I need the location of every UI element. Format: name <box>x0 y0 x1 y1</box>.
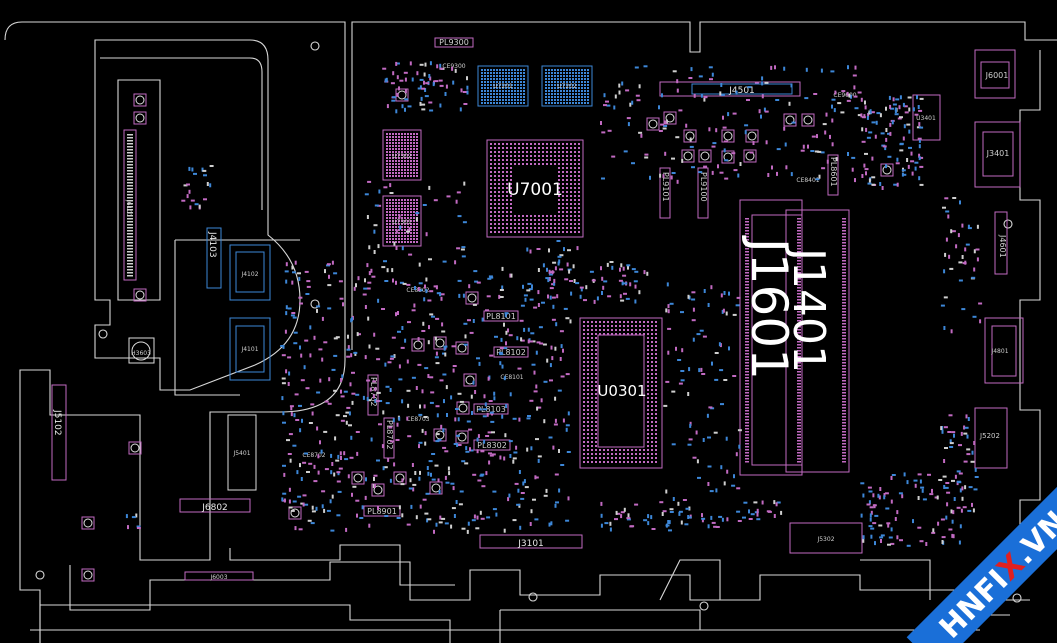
label-j1401: J1401 <box>783 245 834 373</box>
connector-j4501[interactable]: J4501 <box>659 81 801 97</box>
smd-pads <box>125 61 983 547</box>
label-ce9600: CE9600 <box>833 92 856 99</box>
chip-u7301[interactable]: U7301 <box>382 195 422 247</box>
connector-j5102[interactable]: J5102 <box>51 384 67 481</box>
connector-j4101[interactable]: J4101 <box>229 317 271 381</box>
chip-u7202[interactable]: U7202 <box>541 65 593 107</box>
chip-u3401[interactable]: U3401 <box>912 94 941 141</box>
label-pl8901: PL8901 <box>367 507 397 516</box>
label-pl8101: PL8101 <box>486 312 516 321</box>
chip-u7302[interactable]: U7302 <box>382 129 422 181</box>
connector-j3401[interactable]: J3401 <box>974 121 1021 188</box>
chip-u0301[interactable]: U0301 <box>579 317 663 469</box>
label-pl8702b: PL8702 <box>385 420 394 450</box>
connector-j4601[interactable]: J4601 <box>994 211 1008 275</box>
label-ce8101: CE8101 <box>500 374 523 381</box>
label-u0301: U0301 <box>597 382 646 400</box>
label-j3401: J3401 <box>986 149 1010 158</box>
chip-u7201[interactable]: U7201 <box>477 65 529 107</box>
label-pl8702: PL8702 <box>369 377 378 407</box>
label-ce8401: CE8401 <box>796 177 819 184</box>
label-j5202: J5202 <box>979 432 1000 440</box>
watermark-banner-bg <box>906 474 1057 643</box>
label-j5302: J5302 <box>816 536 834 543</box>
label-u7202: U7202 <box>557 83 577 90</box>
connector-j5302[interactable]: J5302 <box>789 522 863 554</box>
label-h3603: H3603 <box>131 350 151 357</box>
label-j6001: J6001 <box>985 71 1009 80</box>
connector-j4801[interactable]: J4801 <box>984 317 1024 384</box>
label-j1601: J1601 <box>740 235 798 380</box>
label-pl8601: PL8601 <box>829 157 838 187</box>
dimm-slot-j1601-j1401[interactable]: J1601 J1401 <box>739 199 850 476</box>
connector-j5401[interactable]: J5401 <box>227 414 257 491</box>
connector-j4103[interactable]: J4103 <box>206 227 222 289</box>
connector-j6101[interactable]: J6101 <box>123 129 137 281</box>
label-pl9100: PL9100 <box>699 172 708 202</box>
label-j4801: J4801 <box>990 348 1008 355</box>
label-j4103: J4103 <box>207 231 217 258</box>
label-pl8102: PL8102 <box>496 348 526 357</box>
label-u7201: U7201 <box>493 83 513 90</box>
label-ce8702: CE8702 <box>302 452 325 459</box>
inductor-labels: PL9300 CE9300 CE9600 CE8401 PL9101 PL910… <box>302 37 857 517</box>
connector-j6001[interactable]: J6001 <box>974 49 1016 99</box>
label-u7001: U7001 <box>507 180 563 200</box>
connector-j4102[interactable]: J4102 <box>229 244 271 301</box>
board-outline <box>4 21 1057 643</box>
label-u7301: U7301 <box>392 219 412 226</box>
label-j4501: J4501 <box>728 86 755 96</box>
label-pl9101: PL9101 <box>661 172 670 202</box>
label-j4102: J4102 <box>240 271 258 278</box>
label-j6802: J6802 <box>201 503 228 513</box>
label-j4601: J4601 <box>998 234 1007 258</box>
connector-j5202[interactable]: J5202 <box>974 407 1008 469</box>
svg-text:HNFIX.VN: HNFIX.VN <box>933 504 1057 643</box>
label-ce9300: CE9300 <box>442 63 465 70</box>
label-j6101: J6101 <box>125 199 132 217</box>
mosfet-clusters <box>81 88 894 582</box>
label-j4101: J4101 <box>240 346 258 353</box>
label-u7302: U7302 <box>392 153 412 160</box>
connector-j3101[interactable]: J3101 <box>479 534 583 549</box>
label-pl8103: PL8103 <box>476 405 506 414</box>
connector-j6003[interactable]: J6003 <box>184 571 254 581</box>
label-j3101: J3101 <box>517 539 544 549</box>
chip-u7001[interactable]: U7001 <box>486 139 584 238</box>
mount-h3603[interactable]: H3603 <box>128 337 155 364</box>
label-u3401: U3401 <box>916 115 936 122</box>
label-j6003: J6003 <box>209 574 227 581</box>
label-pl9300: PL9300 <box>439 38 469 47</box>
label-pl8302: PL8302 <box>477 441 507 450</box>
label-ce8703: CE8703 <box>406 416 429 423</box>
label-j5401: J5401 <box>232 450 250 457</box>
label-j5102: J5102 <box>52 409 62 436</box>
connector-j6802[interactable]: J6802 <box>179 498 251 513</box>
